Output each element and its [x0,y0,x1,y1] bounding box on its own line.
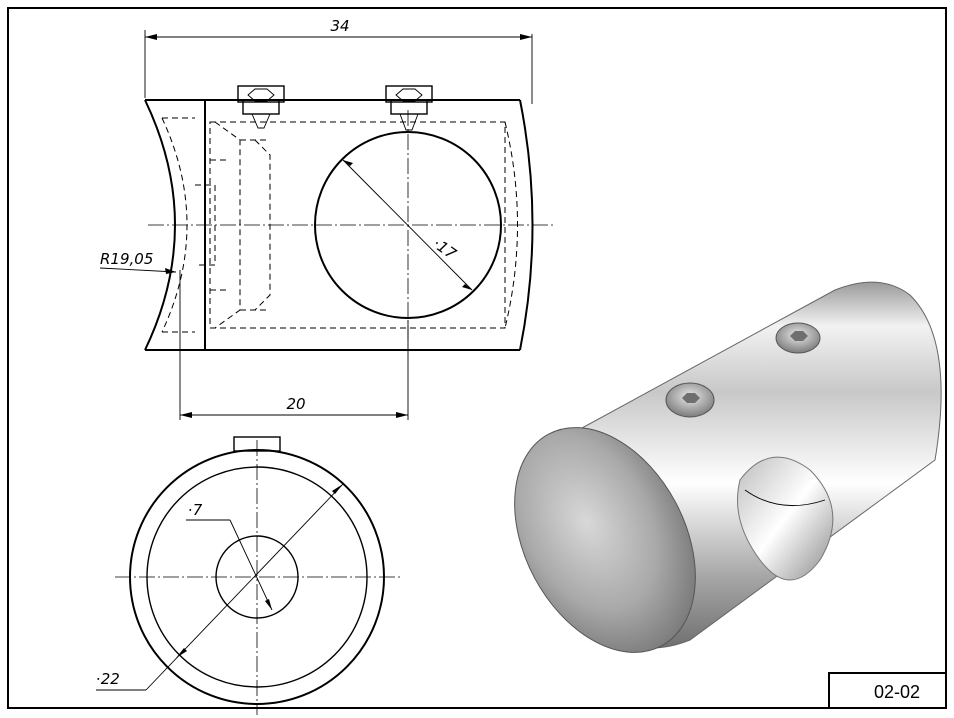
dim-overall-length: 34 [330,17,349,35]
dim-center-hole: ⋅7 [188,501,203,519]
render-screw-back [775,322,821,354]
end-view: ⋅22 ⋅7 [96,436,400,715]
dim-cross-hole: ⋅17 [430,235,460,264]
render-screw-front [665,382,715,418]
render-end-face [514,427,696,653]
dim-saddle-radius: R19,05 [100,250,153,268]
title-stamp: 02-02 [828,672,947,709]
dim-bore-offset: 20 [286,395,305,413]
sheet-border [7,7,947,709]
screw-left [237,85,285,129]
screw-right [385,85,433,131]
render-cross-hole [737,456,834,581]
isometric-render [514,281,942,653]
dim-outer-diameter: ⋅22 [96,670,120,688]
stamp-number: 02-02 [874,682,920,702]
front-view: ⋅17 34 20 R19,05 [99,17,556,420]
